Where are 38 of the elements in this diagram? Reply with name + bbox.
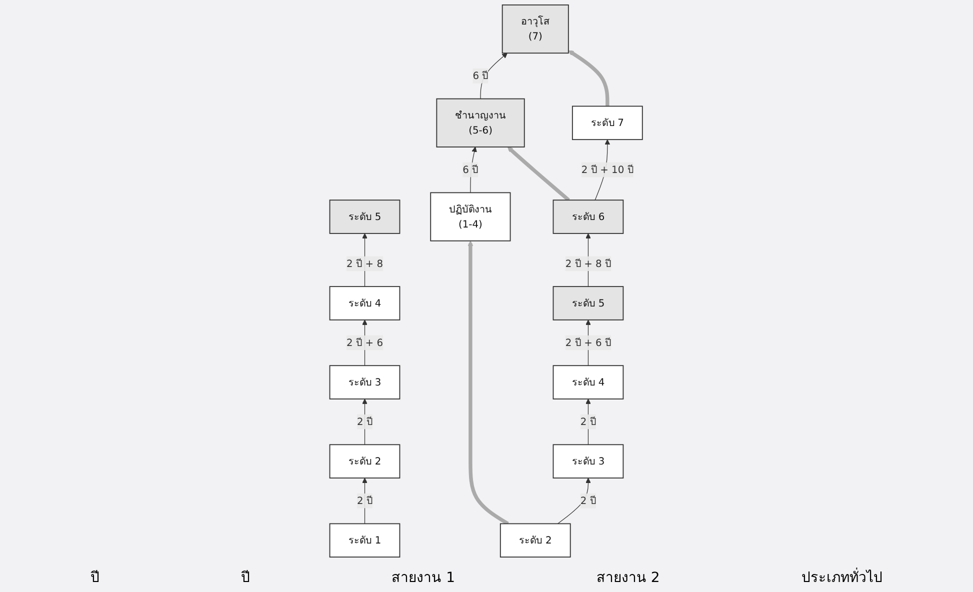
edge-label: 2 ปี + 10 ปี (582, 164, 634, 176)
caption-label: ปี (241, 569, 250, 588)
arrow (480, 52, 508, 100)
edge-label: 2 ปี (357, 416, 373, 428)
node-box: ระดับ 3 (553, 444, 624, 478)
caption-label: สายงาน 2 (596, 569, 660, 588)
node-box: ระดับ 1 (330, 523, 401, 558)
arrow (362, 478, 368, 524)
node-box: ชำนาญงาน (5-6) (436, 98, 526, 148)
caption-label: สายงาน 1 (392, 569, 455, 588)
edge-label: 2 ปี (580, 494, 596, 506)
edge-label: 2 ปี + 8 ปี (566, 258, 612, 270)
edge-label: 6 ปี (463, 164, 479, 176)
edge-label: 2 ปี + 6 ปี (566, 336, 612, 348)
node-box: ระดับ 4 (330, 286, 401, 320)
edge-label: 2 ปี (580, 416, 596, 428)
caption-label: ประเภททั่วไป (801, 566, 882, 588)
node-box: อาวุโส (7) (502, 4, 570, 54)
node-box: ระดับ 5 (553, 286, 624, 320)
node-box: ระดับ 2 (500, 523, 572, 558)
node-box: ระดับ 2 (330, 444, 401, 478)
arrow (586, 398, 592, 445)
caption-label: ปี (90, 569, 100, 588)
edge-label: 2 ปี + 8 (346, 258, 384, 270)
arrow (468, 240, 510, 526)
node-box: ปฏิบัติงาน (1-4) (430, 192, 512, 242)
edge-label: 2 ปี (357, 494, 373, 506)
arrow (508, 146, 570, 202)
node-box: ระดับ 3 (330, 365, 401, 400)
node-box: ระดับ 7 (572, 106, 644, 140)
edge-label: 2 ปี + 6 (346, 336, 384, 348)
node-box: ระดับ 4 (553, 365, 624, 400)
node-box: ระดับ 5 (330, 200, 401, 234)
arrow (568, 50, 610, 106)
edge-label: 6 ปี (473, 70, 489, 82)
arrow (362, 398, 368, 445)
arrow (470, 146, 478, 193)
node-box: ระดับ 6 (553, 200, 624, 234)
